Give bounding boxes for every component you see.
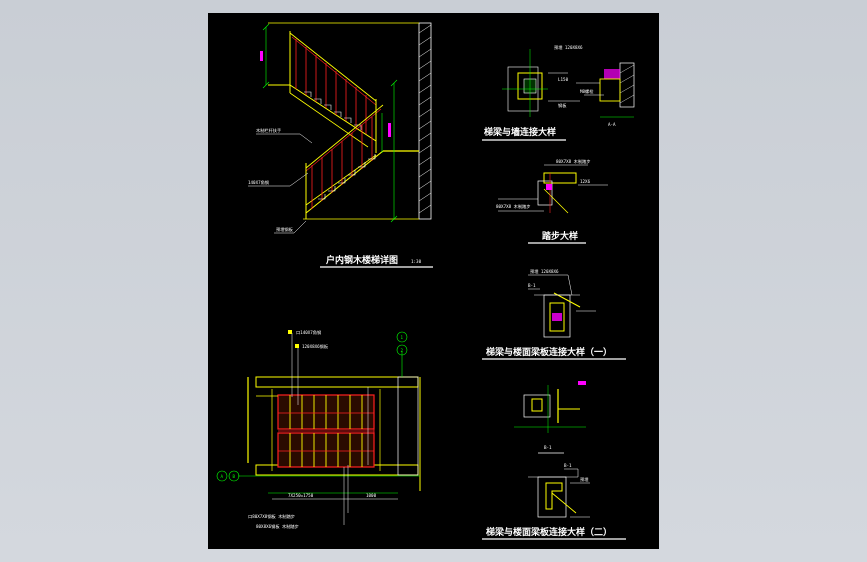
- plan-note-3: 口80X7X8钢板 木制踏步: [248, 513, 295, 520]
- upper-stringer: [289, 84, 377, 142]
- dims-vertical: [262, 23, 398, 223]
- slab2-note-2: 预埋: [580, 476, 589, 483]
- axis-2: 2: [401, 348, 404, 353]
- plan-note-4: 80X8X6钢板 木制踏步: [256, 523, 299, 530]
- caption-beam-slab-2: 梯梁与楼面梁板连接大样（二）: [486, 526, 612, 538]
- slab2-note-1: B-1: [564, 463, 572, 468]
- plan-note-2: 120X8X6钢板: [302, 343, 329, 350]
- cad-drawing: 木制栏杆扶手 140X7角钢 预埋钢板 户内钢木楼梯详图 1:30: [216, 22, 635, 540]
- axis-b: B: [233, 474, 236, 479]
- tread-note-2: 12X6: [580, 179, 591, 184]
- upper-balusters: [295, 39, 367, 134]
- detail-beam-slab-1: 预埋 120X8X6 B-1 梯梁与楼面梁板连接大样（一）: [482, 268, 626, 360]
- tread-note-1: 80X7X8 木制踏步: [556, 158, 590, 165]
- caption-main-scale: 1:30: [411, 259, 422, 264]
- caption-section-a: A-A: [608, 122, 616, 127]
- note-stringer: 140X7角钢: [248, 179, 269, 186]
- wall-note-3: M8螺栓: [580, 88, 594, 95]
- wall-note-2: L150: [558, 77, 569, 82]
- caption-beam-wall: 梯梁与墙连接大样: [484, 126, 556, 138]
- wall-note-1: 预埋 120X8X6: [554, 44, 583, 51]
- axis-1: 1: [401, 335, 404, 340]
- stair-plan: A B 1 2 7X250=1750 1000 口140X7角钢 120X8X6…: [216, 329, 421, 530]
- slab1-note-2: B-1: [528, 283, 536, 288]
- caption-section-b: B-1: [544, 445, 552, 450]
- caption-main-stair: 户内钢木楼梯详图: [326, 254, 398, 266]
- lower-treads: [318, 154, 376, 200]
- wall-hatch: [418, 24, 432, 214]
- detail-section-b: B-1: [514, 381, 586, 454]
- tread-note-3: 80X7X8 木制踏步: [496, 203, 530, 210]
- plan-dim-run: 7X250=1750: [288, 493, 314, 498]
- plan-treads: [289, 395, 363, 467]
- upper-handrail: [289, 32, 377, 102]
- slab1-note-1: 预埋 120X8X6: [530, 268, 559, 275]
- lower-balusters: [311, 117, 373, 209]
- detail-tread: 80X7X8 木制踏步 12X6 80X7X8 木制踏步 踏步大样: [496, 158, 608, 244]
- note-rail: 木制栏杆扶手: [256, 127, 281, 134]
- stair-elevation: 木制栏杆扶手 140X7角钢 预埋钢板 户内钢木楼梯详图 1:30: [248, 22, 433, 268]
- dim-text-markers: [260, 51, 391, 137]
- plan-note-1: 口140X7角钢: [296, 329, 321, 336]
- wall-outline: [418, 22, 432, 220]
- upper-treads: [304, 91, 362, 130]
- lower-stringer: [305, 150, 384, 214]
- detail-beam-wall: 预埋 120X8X6 L150 M8螺栓 钢板 A-A 梯梁与墙连接大样: [482, 44, 635, 141]
- lower-handrail: [305, 104, 384, 169]
- caption-tread: 踏步大样: [542, 230, 578, 242]
- plan-top-beam: [255, 376, 419, 388]
- plan-dim-landing: 1000: [366, 493, 377, 498]
- plan-axes: [216, 331, 420, 494]
- caption-beam-slab-1: 梯梁与楼面梁板连接大样（一）: [486, 346, 612, 358]
- detail-beam-slab-2: B-1 预埋 梯梁与楼面梁板连接大样（二）: [482, 463, 626, 540]
- axis-a: A: [221, 474, 224, 479]
- wall-note-4: 钢板: [558, 102, 567, 109]
- note-base: 预埋钢板: [276, 226, 294, 233]
- drawing-sheet: 木制栏杆扶手 140X7角钢 预埋钢板 户内钢木楼梯详图 1:30: [208, 13, 659, 549]
